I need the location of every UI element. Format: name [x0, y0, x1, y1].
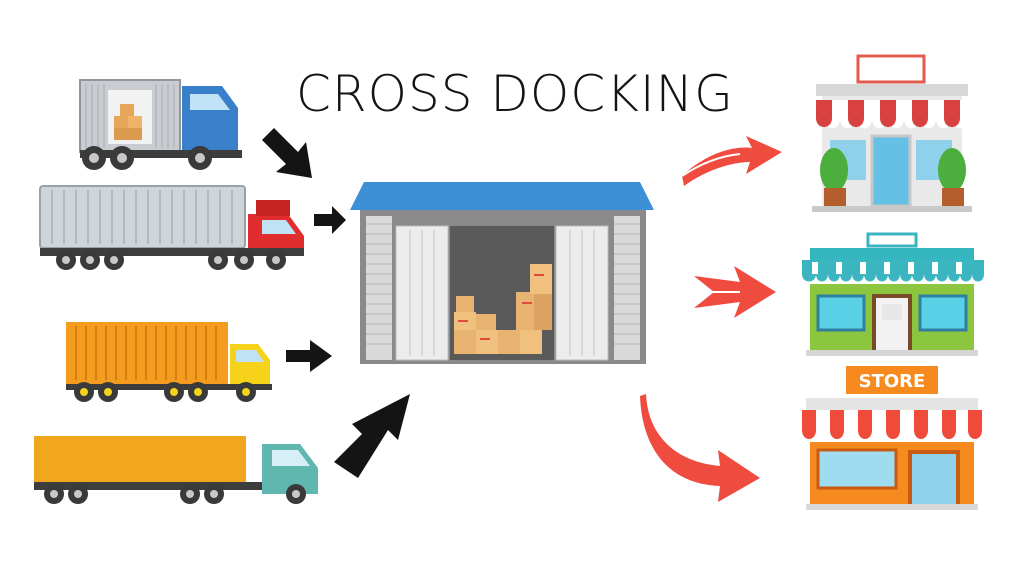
flatbed-truck-teal-icon — [34, 436, 318, 504]
diagram-title: CROSS DOCKING — [296, 65, 734, 123]
storefront-red-awning-icon — [812, 54, 972, 212]
inbound-arrow-right-top — [314, 206, 346, 234]
inbound-arrow-right-bottom — [286, 340, 332, 372]
container-truck-orange-icon — [66, 322, 272, 402]
outbound-arrow-up-right — [681, 136, 782, 186]
store-sign-label: STORE — [859, 371, 926, 392]
cargo-boxes — [454, 264, 552, 354]
storefront-green-icon — [802, 232, 984, 356]
red-awning — [816, 100, 968, 129]
inbound-arrow-diagonal-down — [262, 128, 312, 178]
warehouse-icon — [350, 182, 654, 364]
storefront-orange-icon: STORE — [802, 366, 982, 510]
inbound-arrow-diagonal-up — [334, 394, 410, 478]
box-truck-icon — [79, 79, 242, 170]
outbound-arrow-right — [694, 266, 776, 318]
outbound-arrow-curve-down — [640, 394, 760, 502]
semi-truck-red-icon — [39, 185, 304, 270]
